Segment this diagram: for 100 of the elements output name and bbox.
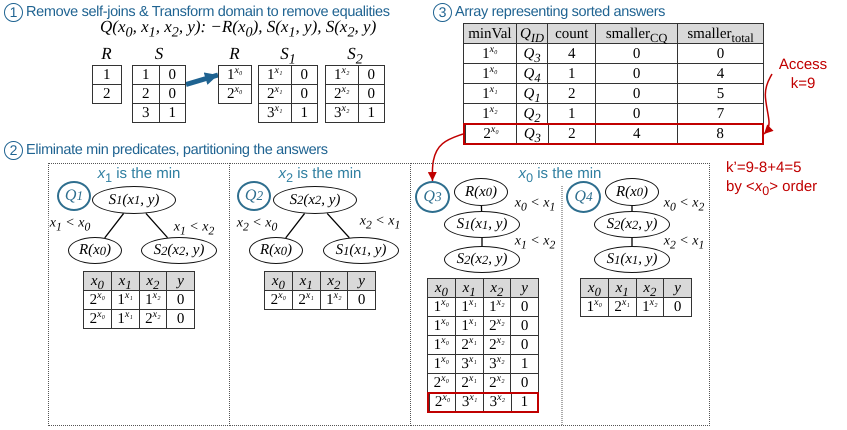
table-cell: 0	[678, 44, 764, 64]
column-header: x$_{0}$	[84, 272, 112, 290]
highlighted-row	[427, 392, 539, 413]
column-header: smaller$_{CQ}$	[596, 24, 678, 44]
step-number: 1	[4, 3, 23, 22]
table-cell: 1	[291, 104, 318, 122]
data-table	[258, 46, 318, 123]
table-cell: 2$^{x₀}$	[84, 310, 112, 328]
section-heading: Array representing sorted answers	[455, 3, 666, 22]
table-cell: 1$^{x₀}$	[464, 44, 516, 64]
table-cell: Q$_{3}$	[516, 125, 548, 143]
data-table	[427, 278, 539, 393]
column-header: x$_{1}$	[292, 272, 320, 290]
table-cell: 2$^{x₀}$	[430, 394, 456, 411]
step-number: 2	[4, 141, 23, 160]
table-cell: 1$^{x₀}$	[218, 66, 251, 84]
table-cell: 1$^{x₀}$	[428, 354, 456, 374]
column-header: Q$_{ID}$	[516, 24, 548, 44]
table-cell: Q$_{1}$	[516, 84, 548, 104]
column-header: y	[664, 278, 692, 298]
table-cell: 2$^{x₂}$	[483, 336, 511, 354]
table-cell: Q$_{3}$	[516, 44, 548, 64]
table-cell: 2$^{x₀}$	[84, 290, 112, 310]
column-header: x$_{2}$	[636, 278, 664, 298]
column-header: x$_{1}$	[111, 272, 139, 290]
table-cell: 2$^{x₂}$	[326, 84, 358, 104]
table-cell: 0	[664, 298, 692, 316]
table-cell: 0	[596, 64, 678, 84]
edge-label: x$_{2}$ < x$_{1}$	[662, 234, 706, 248]
annotation-text: by <x$_{0}$> order	[726, 178, 818, 195]
data-table	[325, 46, 385, 123]
table-cell: 2$^{x₀}$	[466, 125, 517, 143]
table-cell: 1$^{x₁}$	[455, 316, 483, 336]
table-heading: S	[154, 46, 164, 65]
table-cell: 2	[548, 125, 596, 143]
table-cell: 1	[510, 354, 538, 374]
connector-line	[285, 213, 306, 238]
table-cell: 2$^{x₂}$	[483, 316, 511, 336]
table-cell: 1	[511, 394, 537, 411]
table-cell: 8	[678, 125, 762, 143]
table-cell: 1	[548, 64, 596, 84]
table-cell: 0	[510, 298, 538, 316]
table-heading: S$_{1}$	[279, 46, 297, 65]
edge-label: x$_{0}$ < x$_{1}$	[514, 196, 556, 210]
panel-heading: x$_{0}$ is the min	[517, 165, 602, 182]
table-cell: 0	[348, 290, 376, 310]
table-cell: 3$^{x₂}$	[326, 104, 358, 122]
arrow	[185, 72, 219, 87]
data-table	[264, 271, 376, 310]
table-cell: 3$^{x₂}$	[483, 354, 511, 374]
table-cell: Q$_{4}$	[516, 64, 548, 84]
highlighted-row	[463, 123, 764, 145]
column-header: smaller$_{total}$	[678, 24, 764, 44]
table-cell: 0	[159, 66, 186, 84]
table-cell: 2$^{x₁}$	[608, 298, 636, 316]
annotation-text: k’=9-8+4=5	[726, 159, 802, 176]
table-cell: 2$^{x₀}$	[218, 84, 251, 104]
table-cell: 1$^{x₂}$	[139, 290, 167, 310]
table-cell: 3	[132, 104, 159, 122]
table-cell: 2$^{x₁}$	[292, 290, 320, 310]
table-cell: 1$^{x₁}$	[111, 290, 139, 310]
column-header: x$_{2}$	[139, 272, 167, 290]
section-heading: Remove self-joins & Transform domain to remove equalities	[26, 3, 390, 20]
edge-label: x$_{1}$ < x$_{2}$	[172, 220, 216, 234]
table-cell: 2$^{x₀}$	[264, 290, 292, 310]
table-cell: 1$^{x₁}$	[455, 298, 483, 316]
table-cell: 2	[132, 84, 159, 104]
column-header: count	[548, 24, 596, 44]
data-table	[132, 46, 186, 123]
table-cell: 1$^{x₀}$	[428, 298, 456, 316]
data-table	[92, 46, 122, 104]
table-cell: 0	[166, 310, 194, 328]
column-header: x$_{0}$	[264, 272, 292, 290]
table-cell: 0	[159, 84, 186, 104]
table-cell: 1$^{x₁}$	[258, 66, 291, 84]
table-cell: 2	[92, 84, 121, 104]
table-cell: 3$^{x₁}$	[258, 104, 291, 122]
annotation-text: Access k=9	[772, 55, 834, 93]
data-table	[580, 278, 692, 317]
table-cell: 1	[92, 66, 121, 84]
edge-label: x$_{1}$ < x$_{0}$	[48, 216, 92, 230]
connector-line	[326, 212, 350, 238]
table-cell: 1$^{x₀}$	[580, 298, 608, 316]
connector-line	[145, 212, 168, 238]
column-header: x$_{1}$	[455, 278, 483, 298]
column-header: x$_{0}$	[428, 278, 456, 298]
column-header: minVal	[464, 24, 516, 44]
table-cell: 4	[548, 44, 596, 64]
table-cell: 2$^{x₂}$	[139, 310, 167, 328]
connector-line	[104, 213, 124, 238]
table-cell: 1$^{x₀}$	[464, 64, 516, 84]
table-cell: 0	[596, 44, 678, 64]
table-cell: 1$^{x₀}$	[428, 316, 456, 336]
table-cell: 0	[510, 336, 538, 354]
table-cell: 1	[159, 104, 186, 122]
table-cell: 1$^{x₁}$	[464, 84, 516, 104]
table-heading: R	[100, 46, 113, 65]
table-cell: 0	[510, 316, 538, 336]
table-cell: 1	[132, 66, 159, 84]
table-cell: 1$^{x₂}$	[636, 298, 664, 316]
